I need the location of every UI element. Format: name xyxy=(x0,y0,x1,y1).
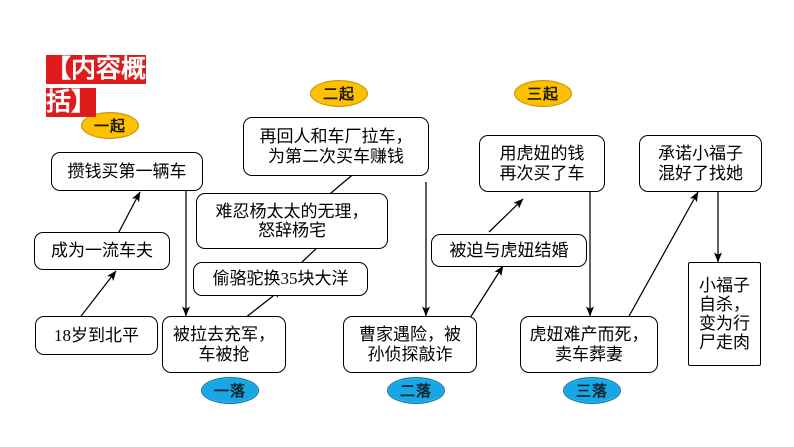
flow-node-n11-label: 虎妞难产而死，卖车葬妻 xyxy=(529,325,649,364)
flow-node-n11[interactable]: 虎妞难产而死，卖车葬妻 xyxy=(520,316,658,373)
stage-marker-rise-2: 二起 xyxy=(310,80,368,107)
flow-node-n10-label: 用虎妞的钱再次买了车 xyxy=(499,144,585,183)
flow-node-n10[interactable]: 用虎妞的钱再次买了车 xyxy=(479,135,605,192)
flow-node-n5[interactable]: 偷骆驼换35块大洋 xyxy=(193,262,368,296)
flow-node-n6[interactable]: 难忍杨太太的无理，怒辞杨宅 xyxy=(196,193,388,249)
flow-node-n1[interactable]: 攒钱买第一辆车 xyxy=(51,152,203,191)
stage-marker-rise-3: 三起 xyxy=(514,80,572,107)
page-title: 【内容概括】 xyxy=(46,54,179,119)
flow-node-n5-label: 偷骆驼换35块大洋 xyxy=(212,269,349,289)
flow-node-n9-label: 被迫与虎妞结婚 xyxy=(449,240,569,260)
flow-node-n6-label: 难忍杨太太的无理，怒辞杨宅 xyxy=(215,201,369,240)
flow-node-n7-label: 再回人和车厂拉车，为第二次买车赚钱 xyxy=(259,127,413,166)
flow-node-n7[interactable]: 再回人和车厂拉车，为第二次买车赚钱 xyxy=(243,117,429,176)
flow-node-n2[interactable]: 成为一流车夫 xyxy=(34,232,170,270)
flow-node-n13-label: 小福子自杀，变为行尸走肉 xyxy=(699,275,750,353)
flow-node-n13[interactable]: 小福子自杀，变为行尸走肉 xyxy=(688,262,761,366)
flow-node-n2-label: 成为一流车夫 xyxy=(51,241,153,261)
stage-marker-rise-1: 一起 xyxy=(81,112,139,139)
flow-node-n4-label: 被拉去充军，车被抢 xyxy=(173,325,275,364)
flow-node-n3-label: 18岁到北平 xyxy=(54,325,139,345)
flow-node-n8[interactable]: 曹家遇险，被孙侦探敲诈 xyxy=(343,316,477,373)
stage-marker-fall-3: 三落 xyxy=(563,377,621,404)
flow-node-n3[interactable]: 18岁到北平 xyxy=(35,316,158,355)
flow-node-n8-label: 曹家遇险，被孙侦探敲诈 xyxy=(359,325,461,364)
page-title-text: 【内容概括】 xyxy=(46,55,147,117)
flow-node-n4[interactable]: 被拉去充军，车被抢 xyxy=(162,316,286,373)
flow-node-n12-label: 承诺小福子混好了找她 xyxy=(658,144,743,183)
stage-marker-fall-1: 一落 xyxy=(201,377,259,404)
stage-marker-fall-2: 二落 xyxy=(387,377,445,404)
flow-node-n1-label: 攒钱买第一辆车 xyxy=(67,161,187,181)
flow-node-n12[interactable]: 承诺小福子混好了找她 xyxy=(639,135,762,192)
flow-node-n9[interactable]: 被迫与虎妞结婚 xyxy=(431,234,587,267)
